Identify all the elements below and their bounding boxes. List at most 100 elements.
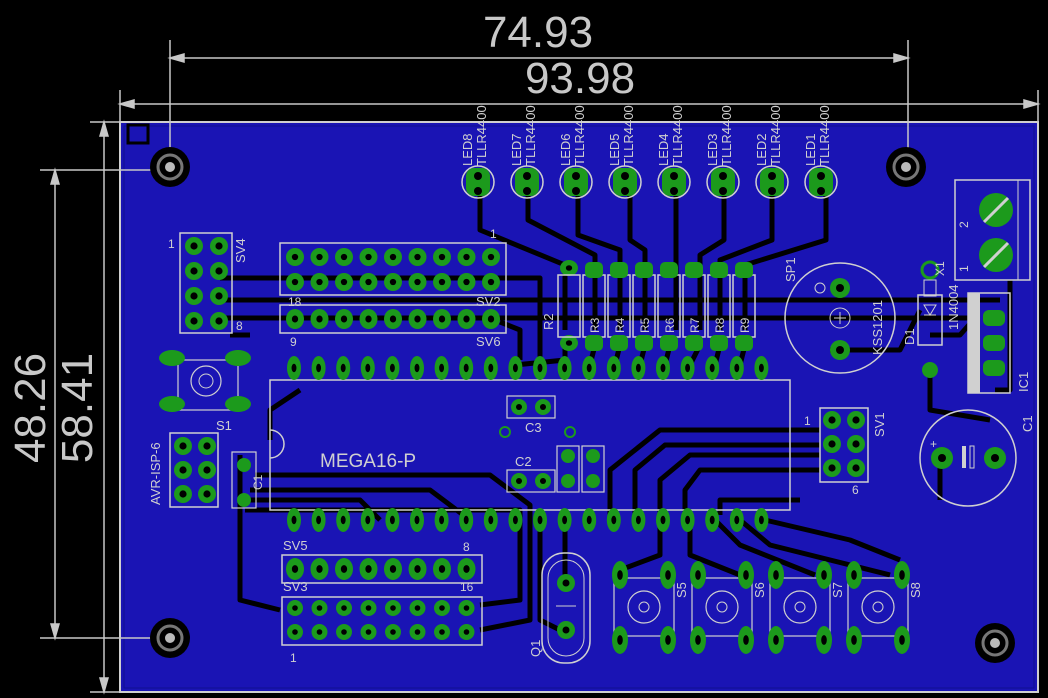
pad (482, 273, 500, 291)
pad (287, 356, 301, 380)
pad (287, 600, 303, 616)
pad (557, 508, 572, 532)
header-sv1[interactable]: 1 6 SV1 (804, 407, 887, 497)
regulator-ic1: IC1 (967, 292, 1031, 394)
pad (210, 237, 228, 255)
header-avr-isp[interactable]: AVR-ISP-6 (148, 432, 219, 508)
pad (560, 260, 578, 276)
pad (310, 309, 329, 329)
led-part-label: TLLR4400 (474, 105, 489, 166)
pad (560, 335, 578, 351)
led-ref-label: LED8 (460, 133, 475, 166)
pad (410, 356, 424, 380)
pushbutton-s7[interactable]: S7 (768, 561, 845, 654)
resistor-label: R8 (713, 317, 727, 333)
pad (457, 309, 476, 329)
pushbutton-label: S7 (830, 582, 845, 598)
pad (408, 309, 427, 329)
header-sv2[interactable]: 1 18 SV2 (279, 227, 507, 309)
pad (823, 459, 841, 477)
led-ref-label: LED4 (656, 133, 671, 166)
pad (185, 312, 203, 330)
svg-text:D1: D1 (902, 328, 917, 345)
pad (359, 558, 378, 580)
pad (754, 508, 769, 532)
pad (729, 356, 744, 380)
pad (729, 508, 744, 532)
pad (384, 248, 402, 266)
header-sv6[interactable]: 9 SV6 (279, 304, 507, 349)
pad (823, 435, 841, 453)
pad (408, 558, 427, 580)
pad (408, 248, 427, 266)
pad (660, 561, 676, 589)
pad (457, 558, 476, 580)
pad (738, 626, 754, 654)
pad (336, 508, 351, 532)
svg-text:1N4004: 1N4004 (946, 284, 961, 330)
pad (457, 273, 476, 291)
pad (335, 309, 353, 329)
resistor-r9: R9 (732, 262, 756, 351)
pad (508, 356, 523, 380)
pad (360, 356, 375, 380)
pad (286, 309, 304, 329)
pad (286, 273, 304, 291)
svg-text:16: 16 (460, 580, 474, 594)
diode-d1: D1 1N4004 (902, 260, 961, 378)
terminal-x1[interactable]: 2 1 X1 (933, 179, 1031, 281)
svg-text:X1: X1 (933, 261, 947, 276)
pad (612, 561, 628, 589)
dimension-left-inner: 58.41 (53, 353, 102, 463)
svg-text:9: 9 (290, 335, 297, 349)
pad (335, 248, 353, 266)
pad (335, 558, 353, 580)
led-part-label: TLLR4400 (670, 105, 685, 166)
resistor-label: R9 (738, 317, 752, 333)
svg-text:AVR-ISP-6: AVR-ISP-6 (148, 442, 163, 505)
capacitor-c3: C3 (506, 395, 556, 435)
pad (185, 237, 203, 255)
pad (458, 600, 475, 616)
pad (680, 508, 695, 532)
svg-text:KSS1201: KSS1201 (870, 300, 885, 355)
pushbutton-s8[interactable]: S8 (846, 561, 923, 654)
mounting-hole-top-left (126, 123, 190, 187)
svg-text:SV1: SV1 (872, 412, 887, 437)
pad (408, 273, 427, 291)
svg-text:18: 18 (288, 295, 302, 309)
pad (434, 508, 449, 532)
header-sv3[interactable]: SV3 16 1 (281, 579, 483, 665)
svg-text:IC1: IC1 (1016, 372, 1031, 392)
mounting-hole-bottom-right (975, 623, 1015, 663)
pad (754, 356, 769, 380)
pushbutton-s5[interactable]: S5 (612, 561, 689, 654)
header-sv4[interactable]: 1 8 SV4 (168, 232, 248, 334)
led-ref-label: LED6 (558, 133, 573, 166)
switch-s1[interactable]: S1 (159, 350, 251, 433)
mcu-mega16[interactable]: MEGA16-P (269, 356, 791, 532)
pad (656, 356, 670, 380)
dimension-top-inner: 74.93 (483, 8, 593, 57)
pad (210, 312, 228, 330)
pad (360, 508, 375, 532)
led-part-label: TLLR4400 (621, 105, 636, 166)
pad (816, 626, 832, 654)
pad (433, 309, 451, 329)
pad (336, 356, 351, 380)
pad (286, 558, 304, 580)
led-ref-label: LED3 (705, 133, 720, 166)
header-sv5[interactable]: SV5 8 (281, 538, 483, 584)
pushbutton-s6[interactable]: S6 (690, 561, 767, 654)
svg-text:C1: C1 (251, 474, 265, 490)
pad (385, 356, 400, 380)
pad (335, 273, 353, 291)
pad (483, 508, 498, 532)
pad (660, 626, 676, 654)
